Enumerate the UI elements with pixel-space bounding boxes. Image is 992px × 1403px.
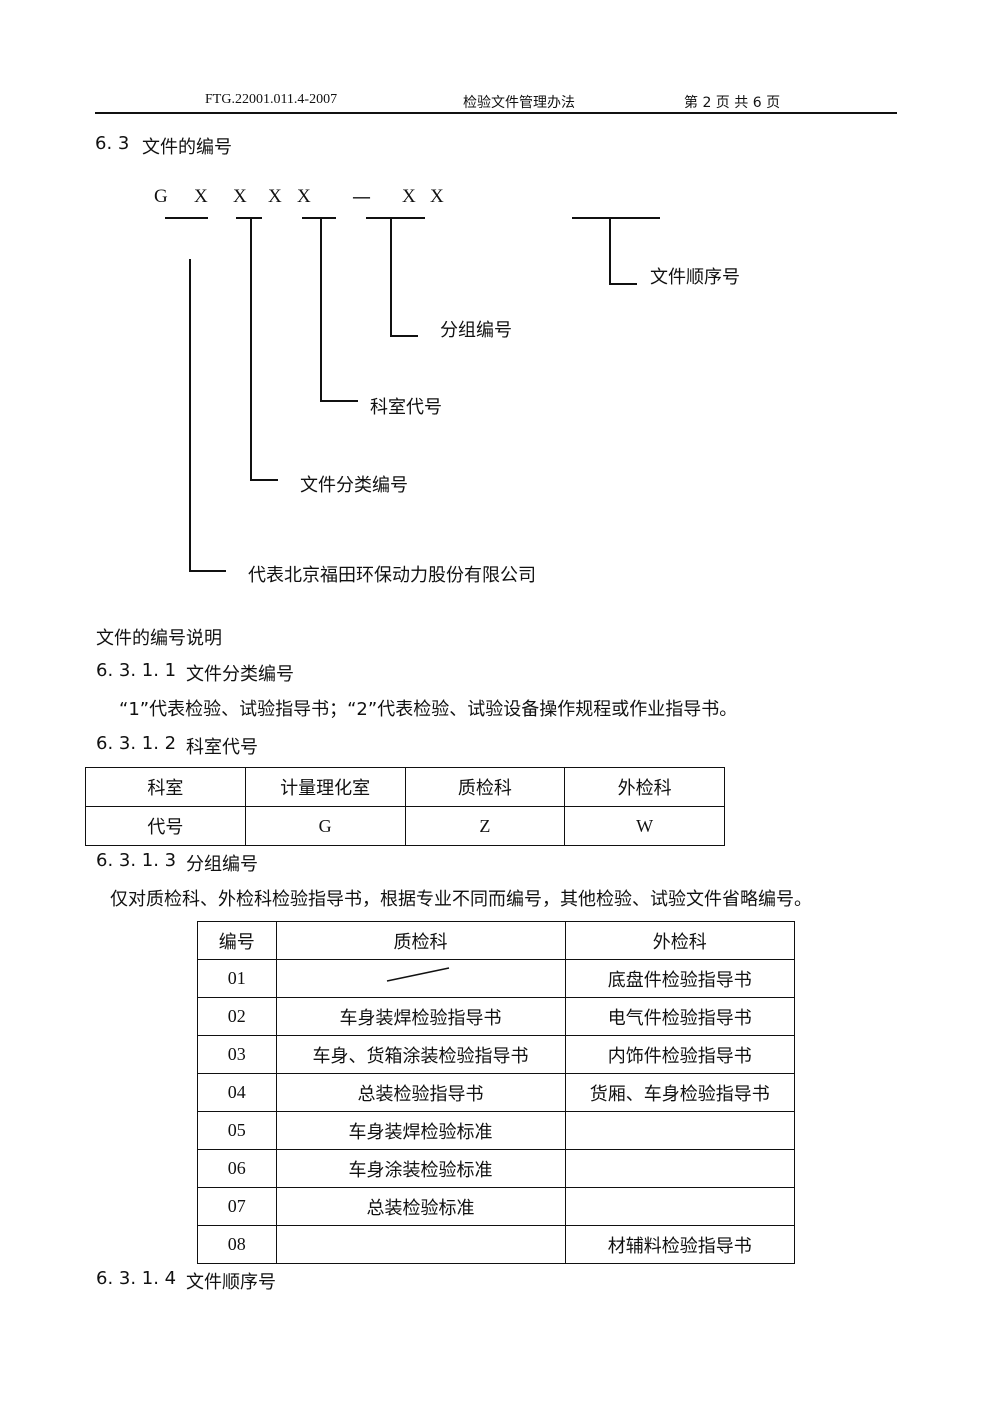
table-cell: 质检科 [275, 921, 566, 960]
underline-sequence [572, 217, 660, 219]
sub1-title: 文件分类编号 [186, 664, 294, 685]
table-cell: 总装检验标准 [275, 1187, 566, 1226]
code-dash: — [352, 186, 371, 208]
sub1-number: 6. 3. 1. 1 [96, 660, 177, 681]
connector-category-horizontal [250, 479, 278, 481]
group-code-table: 编号 质检科 外检科 01 底盘件检验指导书 02 车身装焊检验指导书 电气件检… [197, 921, 796, 1264]
table-cell [564, 1187, 796, 1226]
sub3-number: 6. 3. 1. 3 [96, 850, 177, 871]
table-cell: 03 [197, 1035, 277, 1074]
code-char-department: X [233, 186, 247, 207]
connector-category-vertical [250, 218, 252, 480]
underline-group [366, 217, 425, 219]
table-row: 04 总装检验指导书 货厢、车身检验指导书 [197, 1073, 796, 1112]
table-row: 05 车身装焊检验标准 [197, 1111, 796, 1150]
table-cell [275, 1225, 566, 1264]
page-info: 第 2 页 共 6 页 [684, 95, 781, 111]
table-cell: 计量理化室 [244, 767, 406, 807]
code-char-g: G [154, 186, 168, 207]
department-code-table: 科室 计量理化室 质检科 外检科 代号 G Z W [85, 767, 725, 846]
table-cell: 电气件检验指导书 [564, 997, 796, 1036]
doc-code: FTG.22001.011.4-2007 [205, 92, 338, 107]
table-cell: 代号 [85, 806, 246, 846]
table-cell-slash [275, 959, 566, 998]
connector-group-horizontal [390, 335, 418, 337]
connector-sequence-vertical [609, 218, 611, 284]
table-cell: 01 [197, 959, 277, 998]
table-cell: 科室 [85, 767, 246, 807]
sub3-body: 仅对质检科、外检科检验指导书，根据专业不同而编号，其他检验、试验文件省略编号。 [110, 889, 812, 910]
connector-company-horizontal [189, 570, 226, 572]
table-cell: Z [404, 806, 566, 846]
table-cell: 内饰件检验指导书 [564, 1035, 796, 1074]
sub1-body: “1”代表检验、试验指导书；“2”代表检验、试验设备操作规程或作业指导书。 [119, 699, 738, 720]
code-char-category: X [194, 186, 208, 207]
connector-department-vertical [320, 218, 322, 401]
table-row: 编号 质检科 外检科 [197, 921, 796, 960]
table-cell [564, 1111, 796, 1150]
header-rule [95, 112, 897, 114]
table-cell: 材辅料检验指导书 [564, 1225, 796, 1264]
table-cell: G [244, 806, 406, 846]
table-row: 07 总装检验标准 [197, 1187, 796, 1226]
doc-title: 检验文件管理办法 [463, 95, 575, 111]
table-cell: 车身装焊检验指导书 [275, 997, 566, 1036]
table-cell: 05 [197, 1111, 277, 1150]
sub2-number: 6. 3. 1. 2 [96, 733, 177, 754]
diagonal-slash-icon [386, 967, 449, 982]
section-title: 文件的编号 [142, 137, 232, 158]
table-cell: 06 [197, 1149, 277, 1188]
label-company: 代表北京福田环保动力股份有限公司 [248, 565, 536, 586]
underline-category [236, 217, 262, 219]
table-cell: 04 [197, 1073, 277, 1112]
connector-department-horizontal [320, 400, 358, 402]
table-cell: 总装检验指导书 [275, 1073, 566, 1112]
table-cell: 车身涂装检验标准 [275, 1149, 566, 1188]
table-cell: 外检科 [564, 921, 796, 960]
connector-sequence-horizontal [609, 283, 637, 285]
label-sequence: 文件顺序号 [650, 267, 740, 288]
table-row: 02 车身装焊检验指导书 电气件检验指导书 [197, 997, 796, 1036]
sub2-title: 科室代号 [186, 737, 258, 758]
table-cell: 车身、货箱涂装检验指导书 [275, 1035, 566, 1074]
connector-company-vertical [189, 259, 191, 571]
table-cell: 编号 [197, 921, 277, 960]
table-row: 01 底盘件检验指导书 [197, 959, 796, 998]
code-char-group-1: X [268, 186, 282, 207]
explanation-title: 文件的编号说明 [96, 628, 222, 649]
code-char-seq-1: X [402, 186, 416, 207]
table-cell: 车身装焊检验标准 [275, 1111, 566, 1150]
table-cell: 07 [197, 1187, 277, 1226]
table-cell: 质检科 [404, 767, 566, 807]
table-cell: 08 [197, 1225, 277, 1264]
underline-department [302, 217, 336, 219]
label-department: 科室代号 [370, 397, 442, 418]
table-row: 科室 计量理化室 质检科 外检科 [85, 767, 725, 807]
label-category: 文件分类编号 [300, 475, 408, 496]
underline-g [165, 217, 208, 219]
table-cell: 货厢、车身检验指导书 [564, 1073, 796, 1112]
table-cell: 02 [197, 997, 277, 1036]
table-row: 03 车身、货箱涂装检验指导书 内饰件检验指导书 [197, 1035, 796, 1074]
code-char-seq-2: X [430, 186, 444, 207]
connector-group-vertical [390, 218, 392, 336]
table-cell [564, 1149, 796, 1188]
table-row: 08 材辅料检验指导书 [197, 1225, 796, 1264]
sub4-number: 6. 3. 1. 4 [96, 1268, 177, 1289]
sub4-title: 文件顺序号 [186, 1272, 276, 1293]
section-number: 6. 3 [95, 133, 130, 154]
table-row: 06 车身涂装检验标准 [197, 1149, 796, 1188]
table-cell: W [564, 806, 725, 846]
table-cell: 外检科 [564, 767, 725, 807]
code-char-group-2: X [297, 186, 311, 207]
label-group: 分组编号 [440, 320, 512, 341]
table-cell: 底盘件检验指导书 [564, 959, 796, 998]
sub3-title: 分组编号 [186, 854, 258, 875]
table-row: 代号 G Z W [85, 806, 725, 846]
